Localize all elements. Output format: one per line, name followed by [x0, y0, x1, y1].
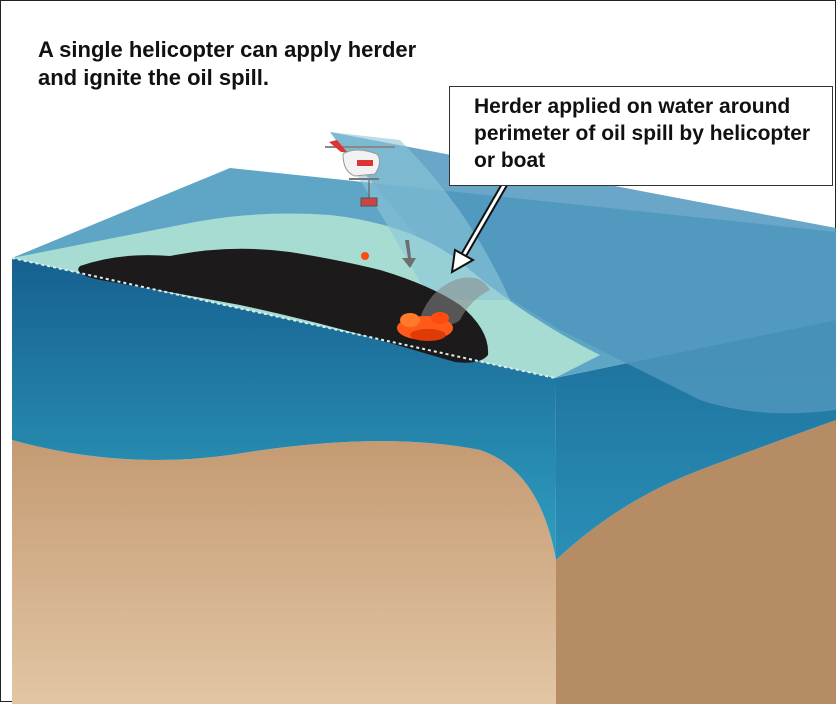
ignition-marker [361, 252, 369, 260]
herder-callout: Herder applied on water around perimeter… [449, 86, 833, 186]
oil-slick [78, 248, 489, 363]
seabed-sand-right [556, 420, 836, 704]
drop-arrow [402, 240, 416, 268]
helicopter-caption: A single helicopter can apply herder and… [38, 37, 417, 90]
water-front-face [12, 258, 556, 560]
seabed-sand-left [12, 440, 556, 704]
water-surface-far [330, 132, 836, 414]
arrow-icon [450, 173, 514, 274]
water-edge [11, 257, 556, 379]
fire-icon [397, 312, 453, 341]
helicopter-icon [325, 140, 395, 207]
